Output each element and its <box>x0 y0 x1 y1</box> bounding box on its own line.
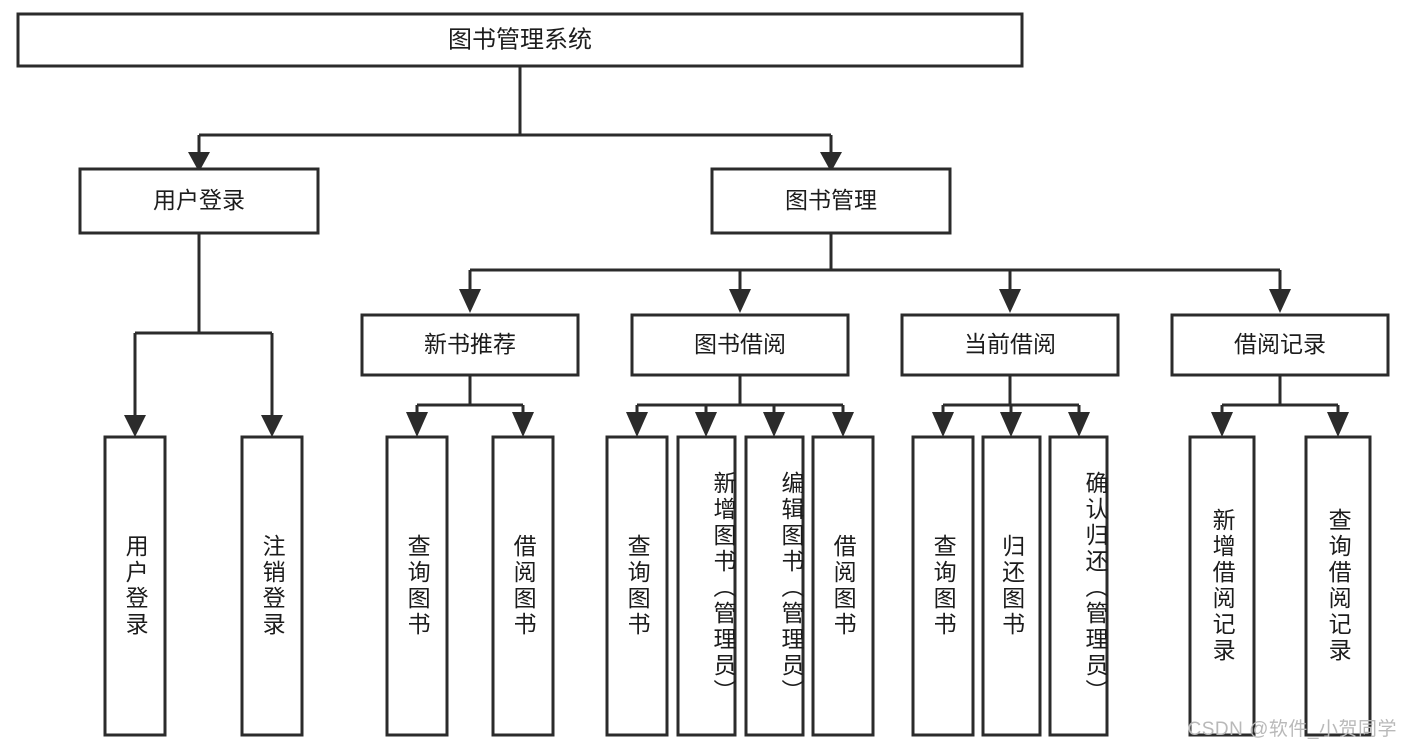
leaf-box-newbook-query[interactable] <box>385 435 449 737</box>
arrowhead-bookborrow-leaf-2 <box>695 412 717 437</box>
node-book-borrow-label: 图书借阅 <box>694 331 786 357</box>
node-user-login-box[interactable] <box>78 167 320 235</box>
arrowhead-leaf-user-login <box>124 415 146 437</box>
arrowhead-currentborrow-leaf-2 <box>1000 412 1022 437</box>
node-current-borrow[interactable]: 当前借阅 <box>900 313 1120 377</box>
node-current-borrow-label: 当前借阅 <box>964 331 1056 357</box>
arrowhead-current-borrow <box>999 289 1021 313</box>
leaf-box-borrow-query[interactable] <box>605 435 669 737</box>
connector-group-new-book <box>406 375 534 437</box>
node-root[interactable]: 图书管理系统 <box>16 12 1024 68</box>
node-user-login[interactable]: 用户登录 <box>78 167 320 235</box>
node-root-box[interactable] <box>16 12 1024 68</box>
arrowhead-borrowrecord-leaf-2 <box>1327 412 1349 437</box>
arrowhead-new-book <box>459 289 481 313</box>
arrowhead-newbook-leaf-1 <box>406 412 428 437</box>
leaf-box-user-login[interactable] <box>103 435 167 737</box>
node-book-management-box[interactable] <box>710 167 952 235</box>
connector-group-current-borrow <box>932 375 1090 437</box>
node-book-management-label: 图书管理 <box>785 187 877 213</box>
node-borrow-record-label: 借阅记录 <box>1234 331 1326 357</box>
arrowhead-leaf-logout <box>261 415 283 437</box>
arrowhead-book-borrow <box>729 289 751 313</box>
node-user-login-label: 用户登录 <box>153 187 245 213</box>
leaf-box-logout[interactable] <box>240 435 304 737</box>
arrowhead-borrow-record <box>1269 289 1291 313</box>
node-new-book-recommend-box[interactable] <box>360 313 580 377</box>
node-book-management[interactable]: 图书管理 <box>710 167 952 235</box>
leaf-box-borrow-add[interactable] <box>676 435 737 737</box>
leaf-box-current-return[interactable] <box>981 435 1042 737</box>
node-borrow-record-box[interactable] <box>1170 313 1390 377</box>
leaf-box-current-query[interactable] <box>911 435 975 737</box>
leaf-box-newbook-borrow[interactable] <box>491 435 555 737</box>
leaf-box-current-confirm[interactable] <box>1048 435 1109 737</box>
node-new-book-recommend[interactable]: 新书推荐 <box>360 313 580 377</box>
arrowhead-bookborrow-leaf-1 <box>626 412 648 437</box>
leaf-box-record-add[interactable] <box>1188 435 1256 737</box>
node-current-borrow-box[interactable] <box>900 313 1120 377</box>
node-new-book-recommend-label: 新书推荐 <box>424 331 516 357</box>
node-book-borrow-box[interactable] <box>630 313 850 377</box>
arrowhead-borrowrecord-leaf-1 <box>1211 412 1233 437</box>
arrowhead-currentborrow-leaf-1 <box>932 412 954 437</box>
node-root-label: 图书管理系统 <box>448 26 592 53</box>
arrowhead-newbook-leaf-2 <box>512 412 534 437</box>
connector-group-book-mgmt <box>459 233 1291 313</box>
connector-group-book-borrow <box>626 375 854 437</box>
arrowhead-currentborrow-leaf-3 <box>1068 412 1090 437</box>
connector-group-borrow-record <box>1211 375 1349 437</box>
arrowhead-bookborrow-leaf-4 <box>832 412 854 437</box>
leaf-box-borrow-edit[interactable] <box>744 435 805 737</box>
leaf-box-record-query[interactable] <box>1304 435 1372 737</box>
connector-group-user-login <box>124 233 283 437</box>
node-borrow-record[interactable]: 借阅记录 <box>1170 313 1390 377</box>
leaf-box-borrow-lend[interactable] <box>811 435 875 737</box>
connector-group-root <box>188 66 842 172</box>
arrowhead-book-mgmt <box>820 152 842 172</box>
node-book-borrow[interactable]: 图书借阅 <box>630 313 850 377</box>
arrowhead-bookborrow-leaf-3 <box>763 412 785 437</box>
arrowhead-user-login <box>188 152 210 172</box>
watermark-text: CSDN @软件_小贺同学 <box>1187 719 1397 740</box>
